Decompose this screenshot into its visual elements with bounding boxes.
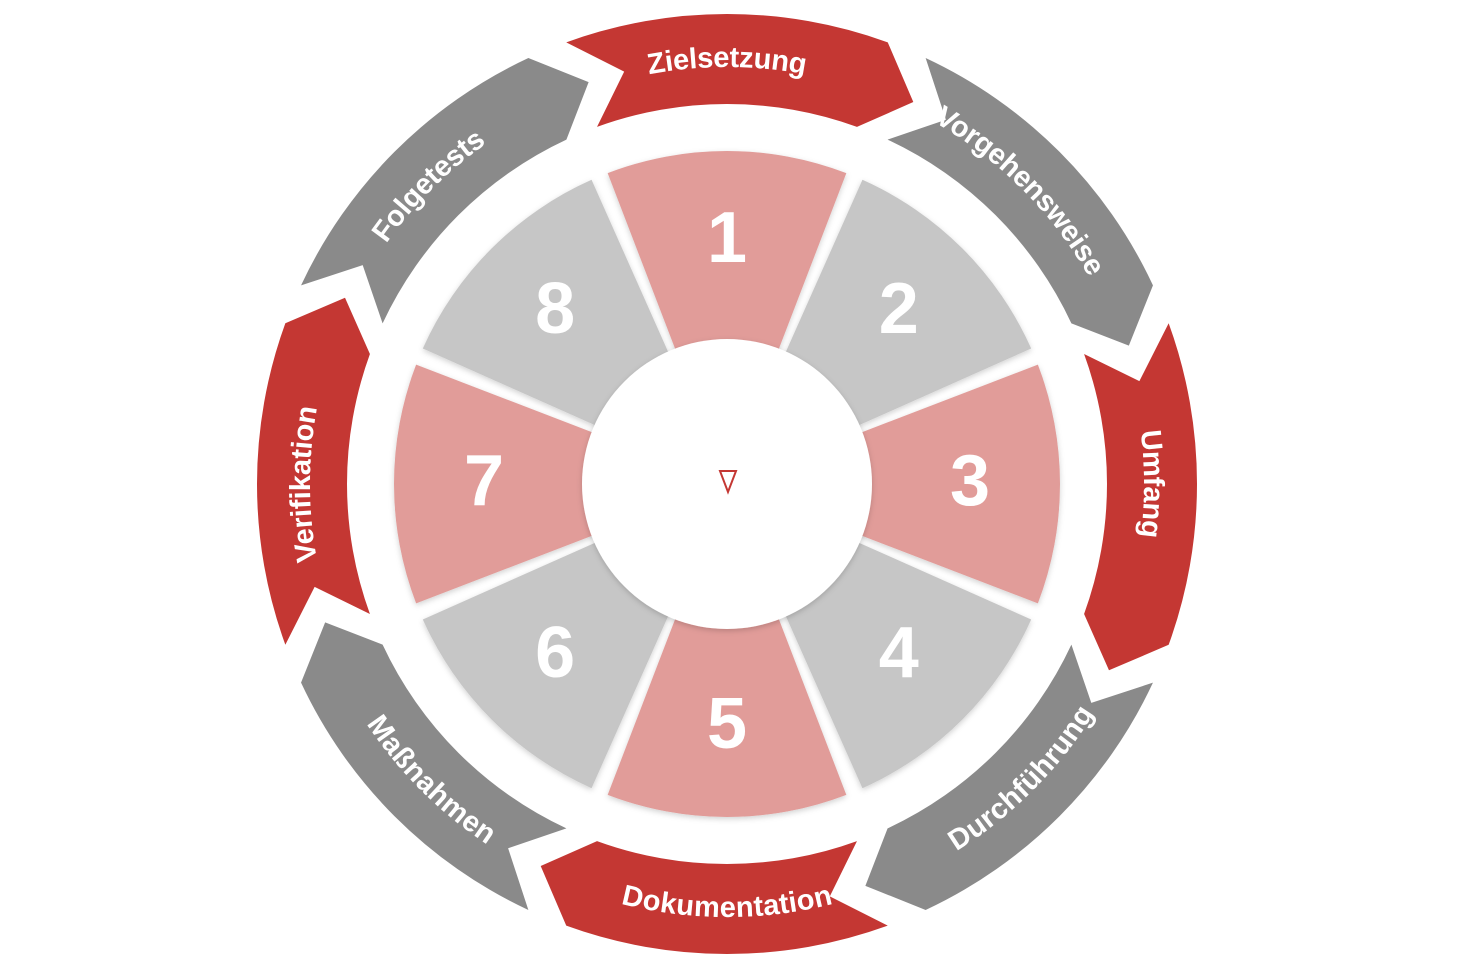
stage-arrow-8: [301, 58, 589, 324]
inner-segment-ring: 1 2 3 4 5 6 7 8: [394, 151, 1060, 817]
step-segment-6: [422, 540, 671, 789]
center-circle: [582, 339, 872, 629]
step-number-5: 5: [707, 684, 747, 764]
step-number-4: 4: [879, 613, 919, 693]
stage-arrow-5: [540, 841, 888, 955]
step-number-8: 8: [535, 269, 575, 349]
center-hub: [582, 339, 872, 629]
stage-arrow-3: [1084, 323, 1198, 671]
step-number-1: 1: [707, 198, 747, 278]
step-number-2: 2: [879, 269, 919, 349]
step-segment-3: [857, 364, 1060, 604]
step-segment-8: [422, 179, 671, 428]
stage-arrow-4: [865, 644, 1153, 910]
stage-arrow-6: [301, 622, 567, 910]
step-number-3: 3: [950, 441, 990, 521]
step-segment-5: [607, 614, 847, 817]
step-segment-1: [607, 151, 847, 354]
outer-arrow-ring: ZielsetzungVorgehensweiseUmfangDurchführ…: [256, 13, 1198, 955]
step-number-6: 6: [535, 613, 575, 693]
step-number-7: 7: [464, 441, 504, 521]
small-triangle-down-icon: [718, 470, 738, 495]
step-segment-2: [783, 179, 1032, 428]
stage-arrow-2: [887, 58, 1153, 346]
stage-arrow-1: [566, 13, 914, 127]
stage-label-text-3: Umfang: [1134, 428, 1169, 539]
stage-label-3: Umfang: [1134, 428, 1169, 539]
stage-arrow-7: [256, 297, 370, 645]
step-segment-7: [394, 364, 597, 604]
step-segment-4: [783, 540, 1032, 789]
